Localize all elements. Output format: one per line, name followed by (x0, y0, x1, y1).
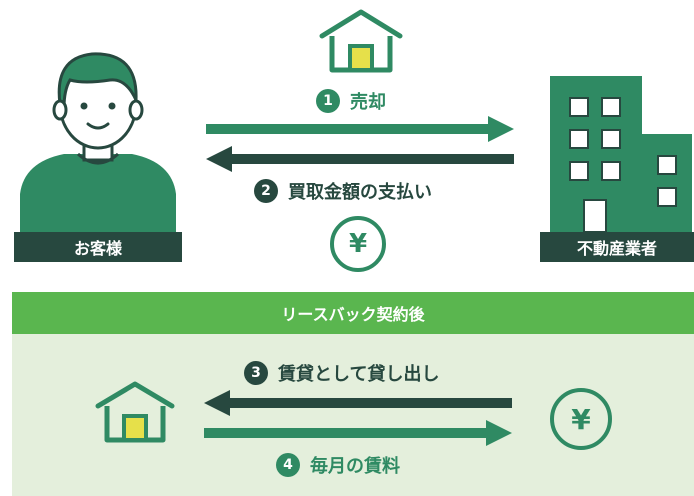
yen-coin-icon: ¥ (330, 216, 386, 272)
yen-symbol: ¥ (571, 402, 591, 436)
arrow-right-rent (204, 420, 512, 446)
company-label: 不動産業者 (540, 232, 694, 262)
leaseback-band: リースバック契約後 (12, 292, 694, 334)
yen-symbol: ¥ (348, 229, 368, 259)
step-number: 3 (244, 361, 268, 385)
step-4-monthly-rent: 4 毎月の賃料 (276, 452, 400, 478)
step-number: 1 (316, 89, 340, 113)
step-1-sale: 1 売却 (316, 88, 386, 114)
building-icon (550, 76, 692, 232)
step-label: 毎月の賃料 (310, 456, 400, 477)
step-label: 売却 (350, 92, 386, 113)
step-number: 2 (254, 179, 278, 203)
step-2-payment: 2 買取金額の支払い (254, 178, 432, 204)
step-3-rental: 3 賃貸として貸し出し (244, 360, 439, 386)
step-label: 買取金額の支払い (288, 182, 432, 203)
step-number: 4 (276, 453, 300, 477)
step-label: 賃貸として貸し出し (278, 364, 440, 385)
arrow-left-rental (204, 390, 512, 416)
arrow-right-sale (206, 116, 514, 142)
house-icon (319, 9, 403, 73)
customer-icon (20, 52, 176, 234)
customer-label: お客様 (14, 232, 182, 262)
house-icon (95, 381, 175, 443)
arrow-left-payment (206, 146, 514, 172)
yen-coin-icon: ¥ (550, 388, 612, 450)
